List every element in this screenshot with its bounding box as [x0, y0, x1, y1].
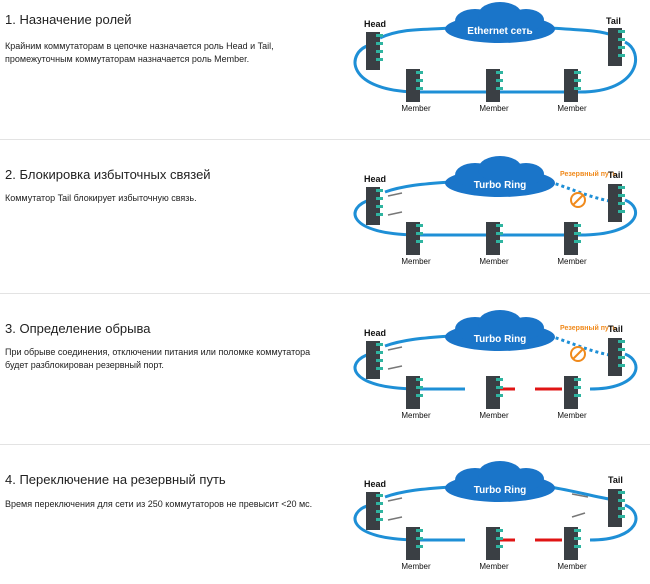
section-divider: [0, 444, 650, 445]
step-description: При обрыве соединения, отключении питани…: [5, 347, 311, 370]
arrow-icon: [387, 192, 403, 216]
ring-path-upper-left: [379, 26, 451, 40]
step-description: Время переключения для сети из 250 комму…: [5, 499, 313, 509]
member-switch-icon: [486, 69, 503, 102]
tail-label: Tail: [606, 16, 621, 26]
cloud-icon: [445, 2, 555, 43]
tail-switch-icon: [608, 184, 625, 222]
head-label: Head: [364, 479, 386, 489]
member-label: Member: [401, 104, 431, 113]
step-title: 4. Переключение на резервный путь: [5, 472, 226, 487]
tail-label: Tail: [608, 170, 623, 180]
tail-label: Tail: [608, 324, 623, 334]
member-label: Member: [557, 411, 587, 420]
cloud-icon: [445, 310, 555, 351]
member-switch-icon: [486, 376, 503, 409]
step-section-2: 2. Блокировка избыточных связей Коммутат…: [0, 140, 650, 279]
member-label: Member: [479, 257, 509, 266]
step-section-4: 4. Переключение на резервный путь Время …: [0, 445, 650, 584]
backup-path-label: Резервный путь: [560, 170, 617, 178]
member-label: Member: [479, 562, 509, 571]
member-switch-icon: [406, 527, 423, 560]
ring-diagram-3: Turbo Ring Резервный путь Head Tail: [353, 310, 638, 420]
cloud-icon: [445, 156, 555, 197]
head-switch-icon: [366, 187, 383, 225]
tail-switch-icon: [608, 28, 625, 66]
tail-switch-icon: [608, 338, 625, 376]
ring-path-right: [589, 352, 638, 391]
step-title: 2. Блокировка избыточных связей: [5, 167, 211, 182]
member-label: Member: [557, 104, 587, 113]
ring-path-upper-left: [384, 180, 451, 194]
member-label: Member: [557, 257, 587, 266]
ring-path-upper-left: [384, 334, 451, 348]
ring-diagram-1: Ethernet сеть Head Tail: [353, 2, 638, 113]
member-label: Member: [401, 411, 431, 420]
member-switch-icon: [486, 527, 503, 560]
member-label: Member: [401, 257, 431, 266]
cloud-label: Turbo Ring: [474, 180, 527, 191]
member-switch-icon: [564, 69, 581, 102]
cloud-label: Ethernet сеть: [467, 26, 532, 37]
member-switch-icon: [486, 222, 503, 255]
step-description: Крайним коммутаторам в цепочке назначает…: [5, 41, 274, 64]
member-label: Member: [401, 562, 431, 571]
cloud-label: Turbo Ring: [474, 485, 527, 496]
tail-switch-icon: [608, 489, 625, 527]
cloud-icon: [445, 461, 555, 502]
ring-path-right: [589, 503, 638, 542]
member-switch-icon: [406, 222, 423, 255]
head-switch-icon: [366, 492, 383, 530]
member-switch-icon: [564, 527, 581, 560]
member-switch-icon: [564, 222, 581, 255]
head-switch-icon: [366, 32, 383, 70]
cloud-label: Turbo Ring: [474, 334, 527, 345]
member-label: Member: [479, 104, 509, 113]
head-switch-icon: [366, 341, 383, 379]
member-switch-icon: [406, 69, 423, 102]
ring-path-upper-right: [549, 26, 616, 38]
arrow-icon: [387, 346, 403, 370]
head-label: Head: [364, 19, 386, 29]
blocked-icon: [570, 192, 586, 208]
step-section-1: 1. Назначение ролей Крайним коммутаторам…: [0, 0, 650, 139]
backup-path-label: Резервный путь: [560, 324, 617, 332]
ring-diagram-4: Turbo Ring Head Tail: [353, 461, 638, 571]
ring-path-upper-right: [549, 485, 616, 502]
head-label: Head: [364, 328, 386, 338]
arrow-icon: [387, 493, 589, 521]
ring-path-upper-left: [384, 485, 451, 499]
step-title: 3. Определение обрыва: [5, 321, 151, 336]
member-switch-icon: [564, 376, 581, 409]
member-switch-icon: [406, 376, 423, 409]
section-divider: [0, 139, 650, 140]
head-label: Head: [364, 174, 386, 184]
member-label: Member: [557, 562, 587, 571]
tail-label: Tail: [608, 475, 623, 485]
step-description: Коммутатор Tail блокирует избыточную свя…: [5, 193, 197, 203]
step-section-3: 3. Определение обрыва При обрыве соедине…: [0, 294, 650, 433]
ring-diagram-2: Turbo Ring Резервный путь Head Tail: [353, 156, 637, 266]
section-divider: [0, 293, 650, 294]
step-title: 1. Назначение ролей: [5, 12, 132, 27]
member-label: Member: [479, 411, 509, 420]
blocked-icon: [570, 346, 586, 362]
